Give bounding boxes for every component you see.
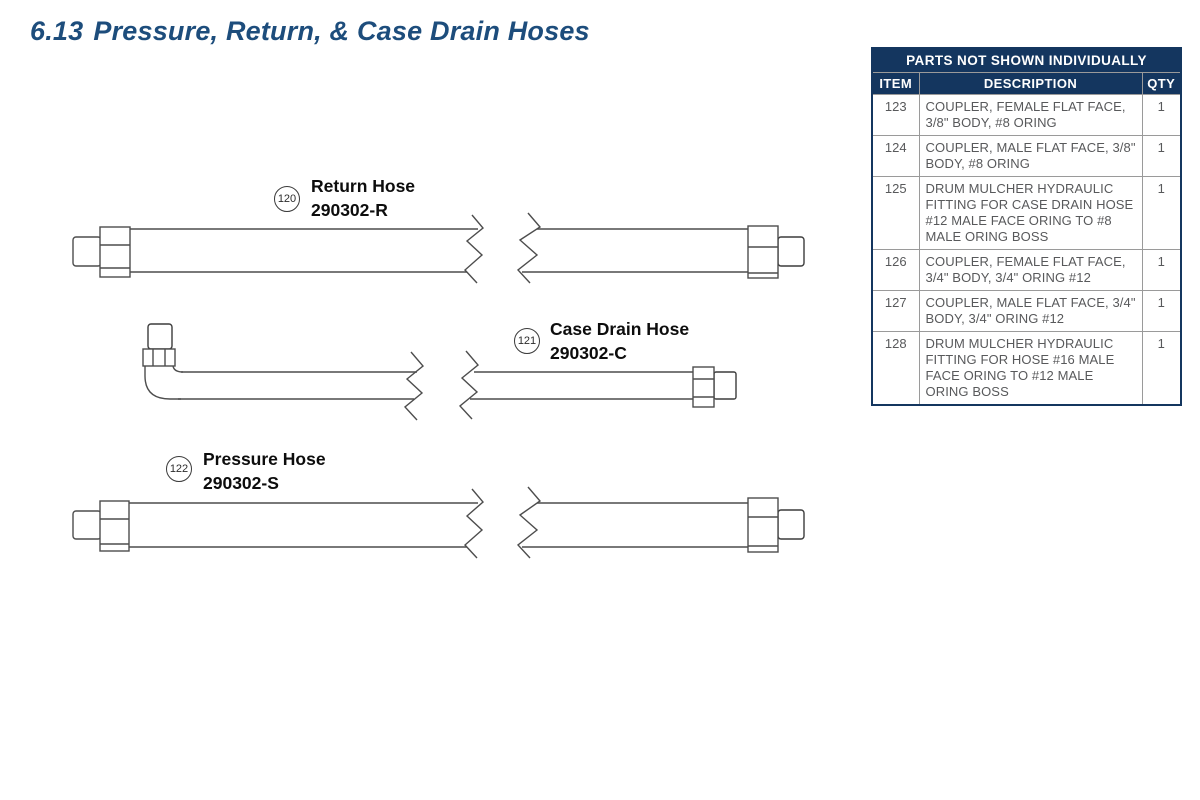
callout-122-number: 122 <box>169 463 189 475</box>
description-cell: DRUM MULCHER HYDRAULIC FITTING FOR HOSE … <box>918 331 1143 406</box>
pressure-hose-label: Pressure Hose 290302-S <box>203 447 326 495</box>
qty-cell: 1 <box>1141 331 1182 406</box>
page-title: 6.13 Pressure, Return, & Case Drain Hoses <box>30 16 590 47</box>
table-row: 124 COUPLER, MALE FLAT FACE, 3/8" BODY, … <box>871 135 1182 177</box>
description-cell: COUPLER, MALE FLAT FACE, 3/4" BODY, 3/4"… <box>918 290 1143 332</box>
callout-120: 120 <box>274 186 300 212</box>
item-cell: 128 <box>871 331 920 406</box>
description-cell: COUPLER, FEMALE FLAT FACE, 3/8" BODY, #8… <box>918 94 1143 136</box>
item-cell: 127 <box>871 290 920 332</box>
qty-cell: 1 <box>1141 249 1182 291</box>
qty-cell: 1 <box>1141 94 1182 136</box>
qty-cell: 1 <box>1141 176 1182 250</box>
item-cell: 124 <box>871 135 920 177</box>
pressure-hose-diagram <box>72 486 805 559</box>
qty-cell: 1 <box>1141 290 1182 332</box>
case-drain-hose-name: Case Drain Hose <box>550 319 690 339</box>
table-row: 127 COUPLER, MALE FLAT FACE, 3/4" BODY, … <box>871 290 1182 332</box>
section-title-text: Pressure, Return, & Case Drain Hoses <box>93 16 590 46</box>
callout-122: 122 <box>166 456 192 482</box>
return-hose-name: Return Hose <box>311 176 416 196</box>
description-cell: DRUM MULCHER HYDRAULIC FITTING FOR CASE … <box>918 176 1143 250</box>
return-hose-part-number: 290302-R <box>311 200 388 220</box>
case-drain-hose-diagram <box>142 323 737 421</box>
parts-table: PARTS NOT SHOWN INDIVIDUALLY ITEM DESCRI… <box>871 47 1183 406</box>
table-row: 125 DRUM MULCHER HYDRAULIC FITTING FOR C… <box>871 176 1182 250</box>
item-cell: 125 <box>871 176 920 250</box>
section-number: 6.13 <box>30 16 84 46</box>
callout-121-number: 121 <box>517 335 537 347</box>
parts-table-title-row: PARTS NOT SHOWN INDIVIDUALLY <box>871 47 1182 73</box>
case-drain-hose-label: Case Drain Hose 290302-C <box>550 317 689 365</box>
callout-120-number: 120 <box>277 193 297 205</box>
qty-cell: 1 <box>1141 135 1182 177</box>
return-hose-diagram <box>72 212 805 284</box>
table-row: 128 DRUM MULCHER HYDRAULIC FITTING FOR H… <box>871 331 1182 406</box>
table-row: 126 COUPLER, FEMALE FLAT FACE, 3/4" BODY… <box>871 249 1182 291</box>
return-hose-label: Return Hose 290302-R <box>311 174 415 222</box>
parts-table-title: PARTS NOT SHOWN INDIVIDUALLY <box>871 47 1182 73</box>
parts-table-header-row: ITEM DESCRIPTION QTY <box>871 72 1182 95</box>
pressure-hose-part-number: 290302-S <box>203 473 279 493</box>
column-header-qty: QTY <box>1141 72 1182 95</box>
case-drain-hose-part-number: 290302-C <box>550 343 627 363</box>
column-header-item: ITEM <box>871 72 920 95</box>
description-cell: COUPLER, FEMALE FLAT FACE, 3/4" BODY, 3/… <box>918 249 1143 291</box>
pressure-hose-name: Pressure Hose <box>203 449 326 469</box>
description-cell: COUPLER, MALE FLAT FACE, 3/8" BODY, #8 O… <box>918 135 1143 177</box>
callout-121: 121 <box>514 328 540 354</box>
item-cell: 123 <box>871 94 920 136</box>
item-cell: 126 <box>871 249 920 291</box>
column-header-description: DESCRIPTION <box>918 72 1143 95</box>
hose-diagram-canvas <box>72 212 805 559</box>
table-row: 123 COUPLER, FEMALE FLAT FACE, 3/8" BODY… <box>871 94 1182 136</box>
